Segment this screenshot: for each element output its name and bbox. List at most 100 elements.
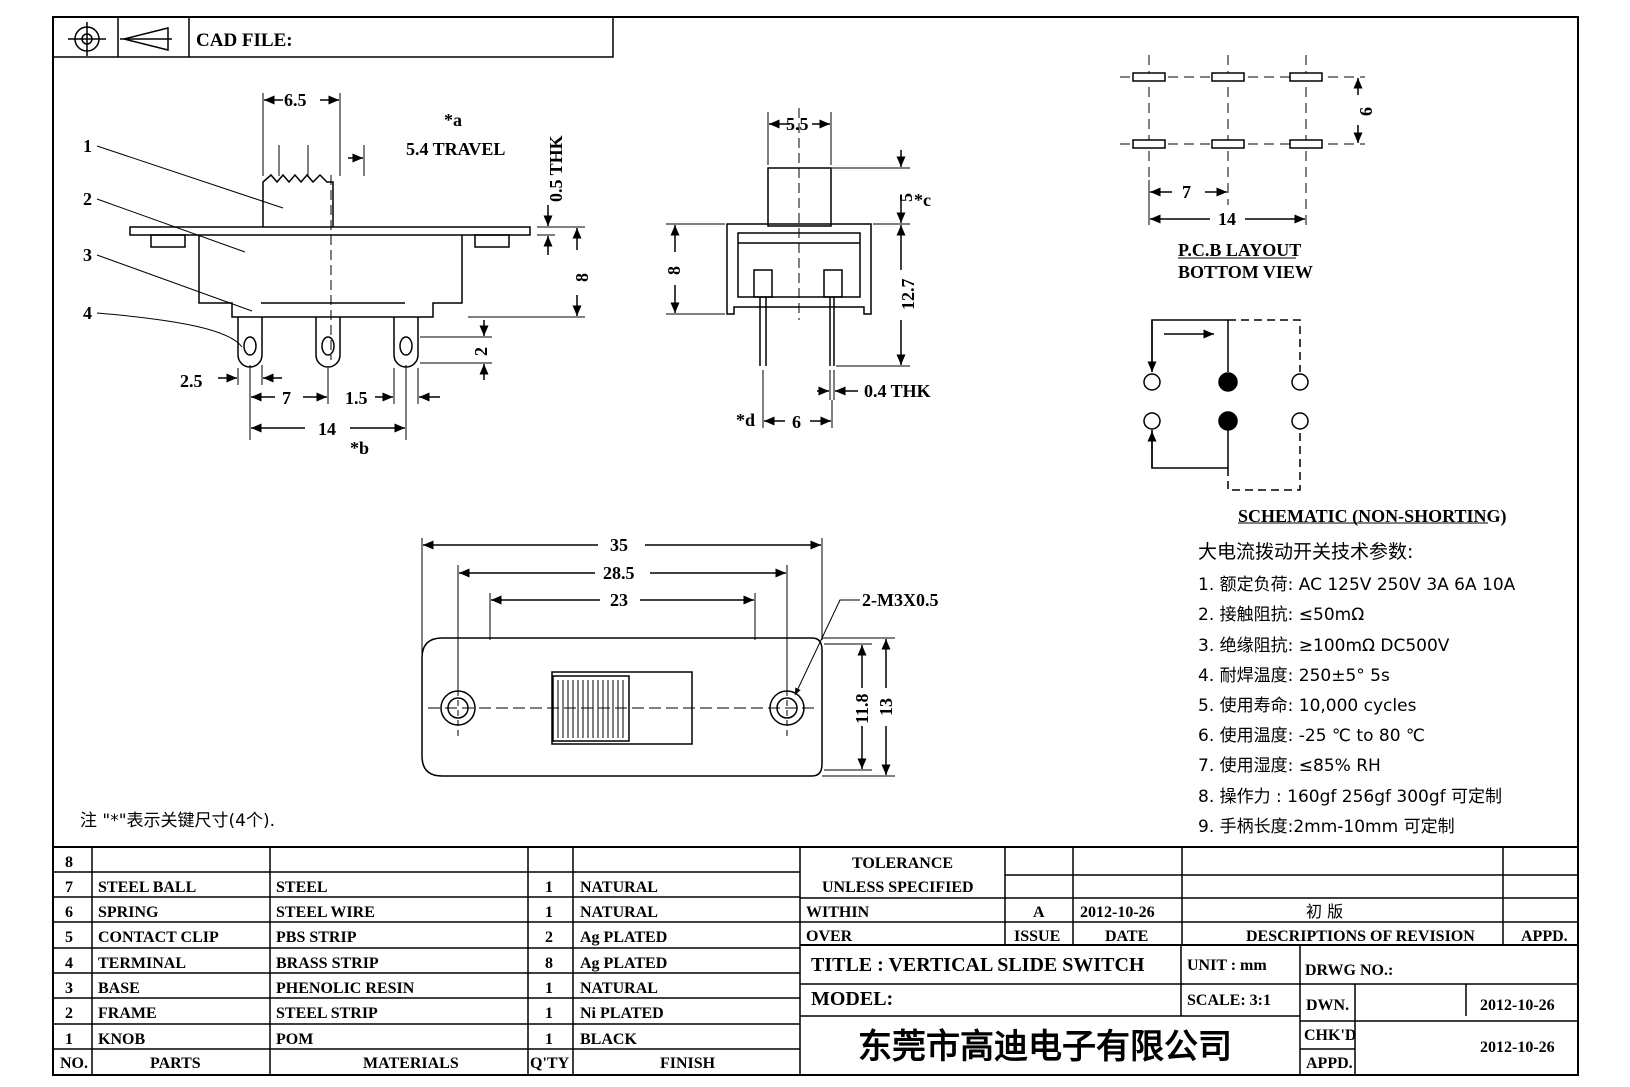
end-dim-12-7: 12.7 xyxy=(898,279,918,311)
end-view xyxy=(666,108,910,428)
drawn-date: 2012-10-26 xyxy=(1480,997,1555,1014)
parts-row-number: 7 xyxy=(65,879,73,896)
parts-row-qty: 1 xyxy=(545,879,553,896)
specs-heading: 大电流拨动开关技术参数: xyxy=(1198,541,1413,563)
cad-file-label: CAD FILE: xyxy=(196,30,293,51)
unit-label: UNIT : mm xyxy=(1187,957,1267,974)
company-name: 东莞市高迪电子有限公司 xyxy=(858,1027,1232,1067)
part-label-4: 4 xyxy=(83,303,92,323)
drawing-frame xyxy=(52,16,1579,1076)
part-label-1: 1 xyxy=(83,136,92,156)
pcb-dim-6: 6 xyxy=(1356,107,1376,116)
spec-item-8: 8. 操作力 : 160gf 256gf 300gf 可定制 xyxy=(1198,787,1502,807)
header-finish: FINISH xyxy=(660,1055,716,1072)
pcb-dim-14: 14 xyxy=(1218,209,1236,229)
parts-row-part: TERMINAL xyxy=(98,955,186,972)
drawing-number-label: DRWG NO.: xyxy=(1305,962,1393,979)
checked-date: 2012-10-26 xyxy=(1480,1039,1555,1056)
spec-item-6: 6. 使用温度: -25 ℃ to 80 ℃ xyxy=(1198,725,1425,746)
spec-item-3: 3. 绝缘阻抗: ≥100mΩ DC500V xyxy=(1198,636,1450,656)
side-dim-8: 8 xyxy=(572,273,592,282)
critical-dimension-note: 注 "*"表示关键尺寸(4个). xyxy=(80,811,275,831)
parts-row-qty: 1 xyxy=(545,1031,553,1048)
date-header: DATE xyxy=(1105,928,1148,945)
top-view xyxy=(421,538,895,777)
side-view xyxy=(96,93,585,440)
approved-label: APPD. xyxy=(1306,1055,1353,1072)
end-dim-6: 6 xyxy=(792,412,801,432)
revision-date: 2012-10-26 xyxy=(1080,904,1155,921)
parts-row-part: FRAME xyxy=(98,1005,157,1022)
mark-a: *a xyxy=(444,110,462,130)
parts-row-finish: NATURAL xyxy=(580,904,658,921)
spec-item-5: 5. 使用寿命: 10,000 cycles xyxy=(1198,695,1417,716)
model-label: MODEL: xyxy=(811,988,893,1010)
header-parts: PARTS xyxy=(150,1055,201,1072)
title-block-grid xyxy=(53,846,1578,1075)
drawn-label: DWN. xyxy=(1306,997,1349,1014)
parts-row-qty: 1 xyxy=(545,980,553,997)
top-dim-35: 35 xyxy=(610,535,628,555)
spec-item-9: 9. 手柄长度:2mm-10mm 可定制 xyxy=(1198,817,1455,837)
side-dim-14: 14 xyxy=(318,419,336,439)
top-dim-28-5: 28.5 xyxy=(603,563,635,583)
parts-row-part: KNOB xyxy=(98,1031,145,1048)
schematic-title: SCHEMATIC (NON-SHORTING) xyxy=(1238,506,1507,527)
parts-row-number: 8 xyxy=(65,854,73,871)
descriptions-header: DESCRIPTIONS OF REVISION xyxy=(1246,928,1475,945)
header-no: NO. xyxy=(60,1055,88,1072)
parts-row-finish: NATURAL xyxy=(580,879,658,896)
top-dim-13: 13 xyxy=(876,698,896,716)
part-label-2: 2 xyxy=(83,189,92,209)
header-qty: Q'TY xyxy=(530,1055,570,1072)
end-dim-5-5: 5.5 xyxy=(786,114,809,134)
parts-row-finish: BLACK xyxy=(580,1031,637,1048)
appd-header: APPD. xyxy=(1521,928,1568,945)
mark-d: *d xyxy=(736,410,755,430)
parts-row-material: STEEL xyxy=(276,879,328,896)
header-box xyxy=(53,17,614,58)
side-dim-2-5: 2.5 xyxy=(180,371,203,391)
side-dim-7: 7 xyxy=(282,388,291,408)
side-dim-1-5: 1.5 xyxy=(345,388,368,408)
parts-row-part: BASE xyxy=(98,980,140,997)
pcb-title: P.C.B LAYOUT xyxy=(1178,240,1301,260)
schematic-diagram xyxy=(1143,319,1488,524)
parts-row-material: PBS STRIP xyxy=(276,929,357,946)
travel-label: 5.4 TRAVEL xyxy=(406,139,505,159)
parts-row-finish: Ni PLATED xyxy=(580,1005,664,1022)
spec-item-1: 1. 额定负荷: AC 125V 250V 3A 6A 10A xyxy=(1198,575,1516,595)
parts-row-material: POM xyxy=(276,1031,313,1048)
parts-row-number: 3 xyxy=(65,980,73,997)
drawing-title: TITLE : VERTICAL SLIDE SWITCH xyxy=(811,954,1145,976)
parts-row-material: BRASS STRIP xyxy=(276,955,379,972)
parts-row-finish: Ag PLATED xyxy=(580,955,667,972)
parts-row-number: 6 xyxy=(65,904,73,921)
parts-row-part: CONTACT CLIP xyxy=(98,929,219,946)
checked-label: CHK'D xyxy=(1304,1027,1356,1044)
parts-row-number: 1 xyxy=(65,1031,73,1048)
parts-row-material: STEEL STRIP xyxy=(276,1005,378,1022)
side-dim-6-5: 6.5 xyxy=(284,90,307,110)
header-materials: MATERIALS xyxy=(363,1055,459,1072)
parts-row-qty: 1 xyxy=(545,904,553,921)
parts-row-number: 2 xyxy=(65,1005,73,1022)
side-dim-2: 2 xyxy=(471,347,491,356)
parts-row-finish: NATURAL xyxy=(580,980,658,997)
end-thk-0-4: 0.4 THK xyxy=(864,381,931,401)
parts-row-qty: 1 xyxy=(545,1005,553,1022)
top-dim-11-8: 11.8 xyxy=(852,693,872,724)
unless-specified-label: UNLESS SPECIFIED xyxy=(822,879,974,896)
parts-row-material: PHENOLIC RESIN xyxy=(276,980,415,997)
over-label: OVER xyxy=(806,928,853,945)
revision-description: 初 版 xyxy=(1306,902,1343,921)
parts-row-material: STEEL WIRE xyxy=(276,904,375,921)
parts-row-number: 5 xyxy=(65,929,73,946)
top-dim-23: 23 xyxy=(610,590,628,610)
scale-label: SCALE: 3:1 xyxy=(1187,992,1271,1009)
end-dim-8: 8 xyxy=(664,266,684,275)
end-dim-5: 5 xyxy=(896,193,916,202)
revision-issue: A xyxy=(1033,904,1045,921)
tolerance-label: TOLERANCE xyxy=(852,855,953,872)
